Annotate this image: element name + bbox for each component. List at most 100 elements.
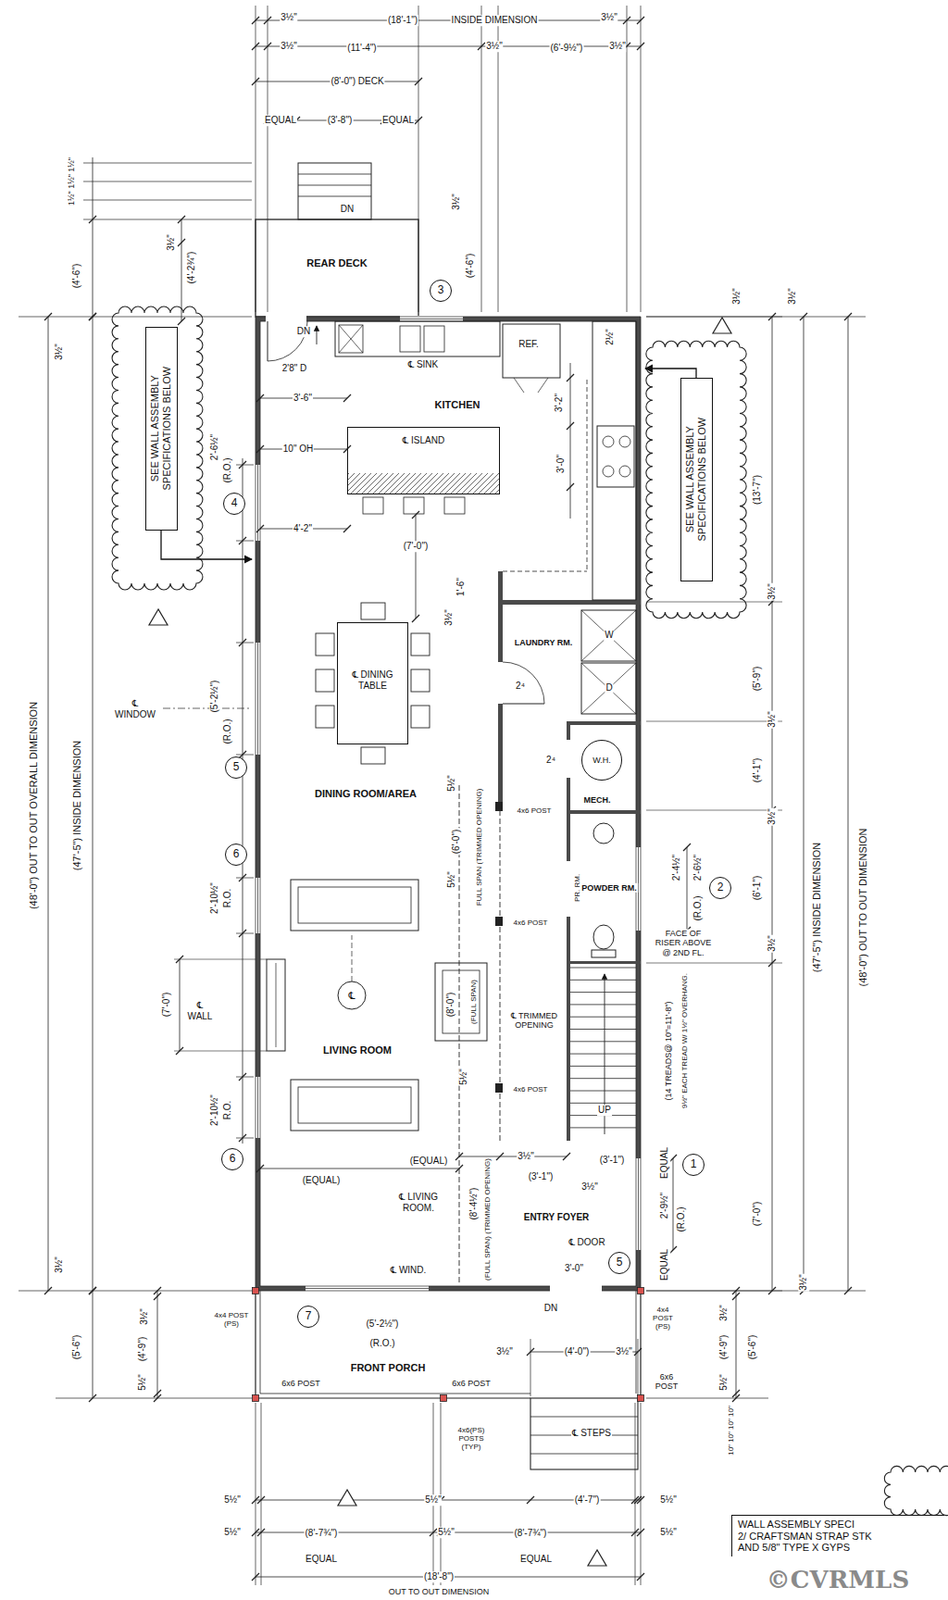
dimension-label: 3½" <box>766 582 778 600</box>
dimension-label: 3½" <box>731 286 743 305</box>
dimension-label: 2'-4½" <box>671 853 683 882</box>
door-leaf <box>513 377 524 393</box>
extension-line <box>174 1050 267 1052</box>
dimension-label: (47'-5") INSIDE DIMENSION <box>71 739 84 872</box>
chair <box>411 705 430 728</box>
extension-line <box>236 933 254 935</box>
dimension-tick <box>455 1152 463 1161</box>
note-label: 6x6 POST <box>450 1378 492 1388</box>
window-glazing <box>255 642 257 755</box>
revision-delta <box>149 609 168 625</box>
window-glazing <box>260 642 262 755</box>
dimension-label: EQUAL <box>659 1146 671 1180</box>
window-glazing <box>305 1285 429 1287</box>
callout-number: 5 <box>224 756 248 779</box>
stair-tread <box>298 185 372 187</box>
dimension-tick <box>496 1152 504 1161</box>
fireplace <box>266 959 286 1051</box>
dimension-label: (3'-8") <box>326 114 354 126</box>
dimension-label: 5½" <box>659 1494 677 1506</box>
dimension-label: 3½" <box>614 1346 633 1358</box>
dimension-label: 5½" <box>446 773 458 792</box>
dimension-label: R.O. <box>222 1099 234 1122</box>
chair <box>361 602 386 620</box>
center-label: ℄ WIND. <box>389 1264 428 1276</box>
dimension-tick <box>251 16 260 25</box>
room-label: KITCHEN <box>434 399 482 412</box>
dimension-tick <box>566 374 574 382</box>
post <box>495 916 503 926</box>
window-opening <box>549 1284 602 1292</box>
revision-delta <box>337 1489 357 1506</box>
dimension-label: ℄ SINK <box>407 359 440 371</box>
dimension-label: (6'-9½") <box>549 42 585 54</box>
symbol-line <box>338 324 363 353</box>
dimension-tick <box>257 1496 265 1504</box>
room-label: LIVING ROOM <box>322 1044 393 1057</box>
node-text: SEE WALL ASSEMBLY SPECIFICATIONS BELOW <box>149 336 173 522</box>
stool <box>444 497 465 514</box>
window-glazing <box>305 1287 429 1289</box>
dimension-tick <box>177 215 186 224</box>
extension-line <box>646 316 783 318</box>
sofa <box>290 879 419 931</box>
stair-tread <box>570 1090 637 1092</box>
dimension-tick <box>768 312 776 321</box>
dimension-tick <box>177 238 186 247</box>
callout-number: 6 <box>221 1147 244 1171</box>
dimension-tick <box>256 394 264 402</box>
window-opening <box>254 1076 262 1138</box>
dimension-tick <box>623 16 631 25</box>
extension-line <box>640 1402 642 1585</box>
interior-wall <box>566 721 571 740</box>
dimension-label: (R.O.) <box>368 1337 396 1349</box>
burner <box>619 436 631 448</box>
node-text: 7 <box>305 1309 312 1323</box>
dimension-label: (48'-0") OUT TO OUT OVERALL DIMENSION <box>27 700 40 911</box>
room-label: REAR DECK <box>305 257 368 270</box>
dimension-tick <box>669 1246 677 1254</box>
exterior-wall <box>255 316 641 1291</box>
dimension-label: (4'-2¾") <box>186 250 198 286</box>
dimension-label: (8'-0") <box>445 991 457 1019</box>
node-text: ℄ DINING TABLE <box>337 669 408 691</box>
stair-tread <box>570 991 637 993</box>
dimension-tick <box>732 1389 740 1398</box>
dimension-line <box>48 316 50 1291</box>
dimension-line <box>415 514 417 619</box>
dimension-tick <box>256 1164 264 1173</box>
dimension-line <box>459 1156 567 1158</box>
dimension-tick <box>768 1286 776 1295</box>
dimension-label: (4'-7") <box>573 1494 601 1506</box>
window-glazing <box>257 464 259 541</box>
interior-wall <box>566 810 571 861</box>
note-label: 4x6 POST <box>516 806 553 815</box>
dimension-label: D <box>604 682 613 694</box>
note-label: 4x6 POST <box>512 1085 549 1094</box>
window-glazing <box>640 847 642 931</box>
note-label: 4x6 POST <box>512 918 549 927</box>
direction-arrow <box>316 325 318 345</box>
dimension-tick <box>238 461 247 469</box>
dimension-line <box>260 1168 460 1170</box>
extension-line <box>646 721 783 723</box>
extension-line <box>481 5 483 312</box>
extension-line <box>635 1402 637 1585</box>
dimension-label: (8'-4½") <box>468 1186 480 1222</box>
room-label: ENTRY FOYER <box>523 1211 591 1223</box>
dimension-tick <box>88 1286 97 1295</box>
node-text: 2 <box>717 881 724 895</box>
sofa-cushion <box>298 886 412 924</box>
extension-line <box>236 877 254 879</box>
note-label: 4x4 POST (PS) <box>645 1305 681 1332</box>
node-text: SEE WALL ASSEMBLY SPECIFICATIONS BELOW <box>684 386 708 573</box>
note-label: (14 TREADS@ 10"=11'-8") <box>663 999 674 1101</box>
dimension-line <box>179 959 181 1051</box>
dimension-label: 3½" <box>279 12 298 24</box>
interior-wall <box>566 777 571 811</box>
extension-line <box>646 601 783 603</box>
porch-steps <box>530 1397 638 1470</box>
chair <box>411 669 430 692</box>
counter <box>592 321 637 600</box>
dimension-label: INSIDE DIMENSION <box>450 14 539 26</box>
